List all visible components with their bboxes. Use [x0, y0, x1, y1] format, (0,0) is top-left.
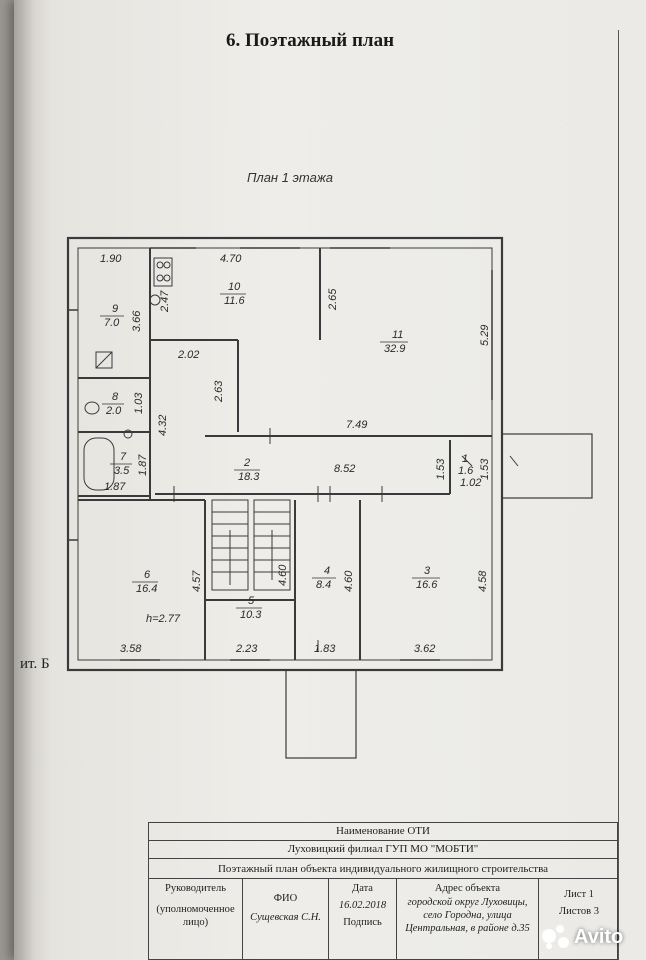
dim-label: 1.83 [314, 643, 336, 655]
room-number: 5 [248, 595, 255, 607]
inner-wall [77, 247, 493, 661]
dimension-ticks [173, 428, 519, 652]
fixture-box [95, 351, 113, 369]
room-number: 8 [112, 391, 119, 403]
stamp-row-branch: Луховицкий филиал ГУП МО "МОБТИ" [148, 840, 618, 858]
title-block: Наименование ОТИ Луховицкий филиал ГУП М… [148, 822, 618, 960]
ceiling-height: h=2.77 [146, 613, 181, 625]
room-area: 11.6 [224, 295, 245, 307]
stamp-date-cell: Дата 16.02.2018 Подпись [329, 879, 397, 959]
dim-label: 3.62 [414, 643, 435, 655]
dim-label: 1.03 [133, 392, 145, 414]
dim-label: 7.49 [346, 419, 367, 431]
room-area: 10.3 [240, 609, 262, 621]
dim-label: 3.66 [131, 310, 143, 332]
room-number: 10 [228, 281, 241, 293]
room-number: 2 [243, 457, 250, 469]
room-number: 11 [392, 329, 403, 341]
dim-label: 4.32 [157, 415, 169, 436]
page-title: 6. Поэтажный план [225, 30, 395, 51]
room-number: 7 [120, 451, 127, 463]
dim-label: 1.53 [479, 458, 491, 480]
dim-label: 1.02 [460, 477, 481, 489]
room-area: 2.0 [105, 405, 122, 417]
stamp-head-cell: Руководитель (уполномоченное лицо) [149, 879, 243, 959]
document-page [14, 0, 646, 960]
room-area: 3.5 [114, 465, 130, 477]
dim-label: 1.87 [104, 481, 126, 493]
stamp-head-label: Руководитель [165, 883, 226, 894]
avito-watermark: Avito [540, 922, 623, 952]
stamp-date-label: Дата [352, 883, 373, 894]
dim-label: 2.02 [177, 349, 199, 361]
room-area: 16.6 [416, 579, 438, 591]
room-area: 1.6 [458, 465, 474, 477]
stamp-head-sub: (уполномоченное лицо) [156, 904, 235, 928]
stamp-address-label: Адрес объекта [434, 883, 501, 894]
outer-wall [66, 236, 504, 672]
stamp-sheet-cell: Лист 1 Листов 3 [539, 879, 619, 959]
dim-label: 4.58 [477, 570, 489, 592]
dim-label: 4.57 [191, 570, 203, 592]
dim-label: 1.90 [100, 253, 122, 265]
dim-label: 8.52 [334, 463, 355, 475]
room-area: 18.3 [238, 471, 260, 483]
stamp-row-signatures: Руководитель (уполномоченное лицо) ФИО С… [148, 878, 618, 960]
sink-icon [149, 294, 161, 306]
stamp-sheets-label: Листов 3 [559, 906, 599, 917]
page-fold-shadow [14, 0, 34, 960]
stamp-row-oti: Наименование ОТИ [148, 822, 618, 840]
room-area: 7.0 [104, 317, 120, 329]
stamp-sign-label: Подпись [343, 917, 382, 928]
dim-label: 2.47 [159, 290, 171, 313]
room-number: 6 [144, 569, 151, 581]
room-number: 9 [112, 303, 118, 315]
dim-label: 1.53 [435, 458, 447, 480]
room-area: 16.4 [136, 583, 157, 595]
porch-bottom [285, 669, 357, 759]
dim-label: 5.29 [479, 325, 491, 346]
plan-label: План 1 этажа [246, 170, 334, 185]
room-number: 4 [324, 565, 330, 577]
dim-label: 3.58 [120, 643, 142, 655]
stamp-address-value: городской округ Луховицы, село Городна, … [405, 897, 530, 934]
room-number: 3 [424, 565, 431, 577]
stamp-fio-cell: ФИО Сущевская С.Н. [243, 879, 329, 959]
washbasin-icon [123, 429, 133, 439]
side-label: ит. Б [20, 656, 50, 672]
porch-right [501, 433, 593, 499]
avito-logo-icon [540, 923, 570, 951]
dim-label: 2.65 [327, 288, 339, 311]
stove-icon [153, 257, 173, 287]
toilet-icon [84, 401, 100, 415]
frame-border [618, 30, 619, 960]
stamp-fio-label: ФИО [273, 893, 298, 904]
room-number: 1 [462, 453, 468, 465]
dim-label: 4.70 [220, 253, 242, 265]
dim-label: 1.87 [137, 454, 149, 476]
dim-label: 4.60 [277, 564, 289, 586]
dim-label: 4.60 [343, 570, 355, 592]
avito-text: Avito [574, 925, 624, 948]
stamp-fio-value: Сущевская С.Н. [250, 912, 321, 923]
room-area: 8.4 [316, 579, 331, 591]
stamp-sheet-label: Лист 1 [564, 889, 594, 900]
stamp-address-cell: Адрес объекта городской округ Луховицы, … [397, 879, 539, 959]
dim-label: 2.23 [235, 643, 258, 655]
stamp-row-doc: Поэтажный план объекта индивидуального ж… [148, 858, 618, 878]
stamp-date-value: 16.02.2018 [338, 900, 387, 911]
staircase [211, 499, 291, 591]
partitions [78, 248, 492, 660]
dim-label: 2.63 [213, 380, 225, 403]
windows [68, 237, 503, 671]
room-area: 32.9 [384, 343, 405, 355]
